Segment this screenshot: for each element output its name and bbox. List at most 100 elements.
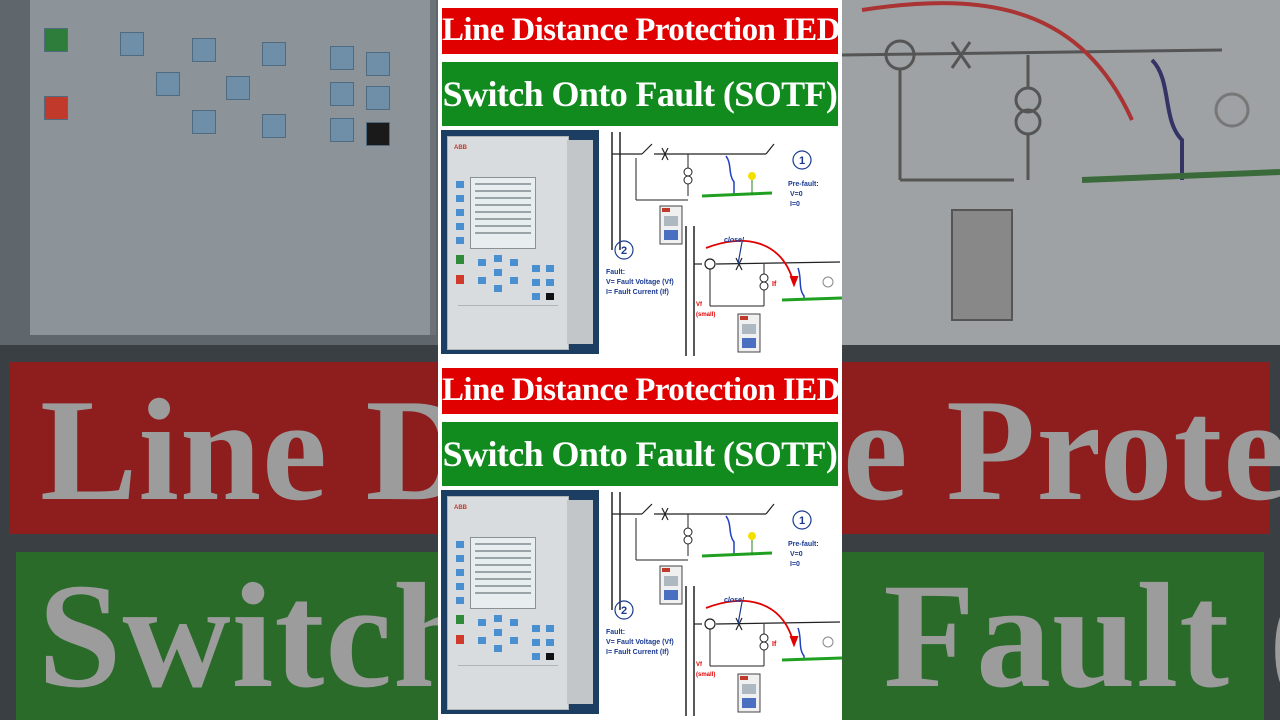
title-sotf: Switch Onto Fault (SOTF) [442, 62, 838, 126]
ied-nav-key [494, 255, 502, 262]
small-annotation: (small) [696, 312, 715, 318]
ied-nav-key [478, 637, 486, 644]
ied-key [456, 223, 464, 230]
fault-current-label: If [772, 641, 777, 648]
background-key [226, 76, 250, 100]
step-1-label: Pre-fault: [788, 541, 819, 548]
ied-front-panel: ABB [447, 136, 569, 350]
ied-lcd-screen [470, 537, 536, 609]
background-key [330, 46, 354, 70]
step-1-voltage: V=0 [790, 551, 803, 558]
ied-nav-key [510, 259, 518, 266]
close-annotation: close! [724, 237, 745, 244]
step-1-voltage: V=0 [790, 191, 803, 198]
ied-nav-key [478, 619, 486, 626]
ied-green-button [456, 255, 464, 264]
small-annotation: (small) [696, 672, 715, 678]
ied-nav-key [478, 277, 486, 284]
ied-green-button [456, 615, 464, 624]
background-red-key [44, 96, 68, 120]
background-key [192, 38, 216, 62]
ied-func-key [546, 265, 554, 272]
step-2-label: Fault: [606, 629, 625, 636]
ied-lower-bay [458, 305, 558, 348]
close-annotation: close! [724, 597, 745, 604]
background-diagram-sketch [841, 1, 1280, 321]
ied-nav-key [494, 269, 502, 276]
ied-side-panel [567, 500, 593, 704]
step-2-voltage: V= Fault Voltage (Vf) [606, 639, 674, 646]
thumbnail-panel-repeat: Line Distance Protection IED Switch Onto… [438, 360, 842, 720]
ied-key [456, 555, 464, 562]
thumbnail-panel: Line Distance Protection IED Switch Onto… [438, 0, 842, 360]
ied-nav-key [510, 619, 518, 626]
background-green-key [44, 28, 68, 52]
ied-red-button [456, 275, 464, 284]
ied-nav-key [478, 259, 486, 266]
step-2-number: 2 [621, 245, 627, 257]
background-key [120, 32, 144, 56]
abb-logo: ABB [454, 145, 467, 151]
sotf-diagram: 1 Pre-fault: V=0 I=0 2 Fault: V= Fault V… [602, 490, 842, 716]
title-line-distance: Line Distance Protection IED [442, 368, 840, 414]
ied-key [456, 583, 464, 590]
ied-func-key [532, 265, 540, 272]
ied-lock-key [546, 653, 554, 660]
fault-voltage-label: Vf [696, 302, 703, 308]
ied-front-panel: ABB [447, 496, 569, 710]
ied-side-panel [567, 140, 593, 344]
background-device-closeup [30, 0, 436, 335]
ied-func-key [532, 293, 540, 300]
background-key [330, 82, 354, 106]
sotf-diagram-svg: 1 Pre-fault: V=0 I=0 2 Fault: V= Fault V… [606, 132, 842, 356]
ied-key [456, 569, 464, 576]
background-diagram-closeup [841, 0, 1280, 345]
title-line-distance: Line Distance Protection IED [442, 8, 840, 54]
step-2-label: Fault: [606, 269, 625, 276]
ied-key [456, 181, 464, 188]
ied-func-key [532, 653, 540, 660]
ied-nav-key [494, 285, 502, 292]
fault-voltage-label: Vf [696, 662, 703, 668]
ied-key [456, 237, 464, 244]
ied-lock-key [546, 293, 554, 300]
ied-key [456, 541, 464, 548]
background-key [366, 52, 390, 76]
step-2-current: I= Fault Current (If) [606, 649, 669, 656]
thumbnail-stage: Line Distance Protection IED Switch Onto… [438, 0, 842, 720]
sotf-diagram: 1 Pre-fault: V=0 I=0 2 Fault: V= Fault V… [602, 130, 842, 356]
sotf-diagram-svg: 1 Pre-fault: V=0 I=0 2 Fault: V= Fault V… [606, 492, 842, 716]
ied-key [456, 209, 464, 216]
step-2-voltage: V= Fault Voltage (Vf) [606, 279, 674, 286]
step-1-number: 1 [799, 155, 805, 167]
ied-func-key [532, 625, 540, 632]
ied-func-key [546, 279, 554, 286]
ied-lcd-screen [470, 177, 536, 249]
ied-device-image: ABB [441, 130, 599, 354]
ied-nav-key [494, 645, 502, 652]
step-1-current: I=0 [790, 561, 800, 568]
background-key [192, 110, 216, 134]
ied-nav-key [494, 615, 502, 622]
ied-device-image: ABB [441, 490, 599, 714]
ied-nav-key [494, 629, 502, 636]
ied-key [456, 195, 464, 202]
ied-nav-key [510, 637, 518, 644]
ied-nav-key [510, 277, 518, 284]
background-key [330, 118, 354, 142]
fault-current-label: If [772, 281, 777, 288]
abb-logo: ABB [454, 505, 467, 511]
step-1-current: I=0 [790, 201, 800, 208]
ied-func-key [532, 279, 540, 286]
ied-lower-bay [458, 665, 558, 708]
step-1-number: 1 [799, 515, 805, 527]
background-key [262, 42, 286, 66]
step-2-number: 2 [621, 605, 627, 617]
background-key [262, 114, 286, 138]
step-1-label: Pre-fault: [788, 181, 819, 188]
ied-func-key [532, 639, 540, 646]
background-key [156, 72, 180, 96]
title-sotf: Switch Onto Fault (SOTF) [442, 422, 838, 486]
background-key [366, 86, 390, 110]
ied-key [456, 597, 464, 604]
